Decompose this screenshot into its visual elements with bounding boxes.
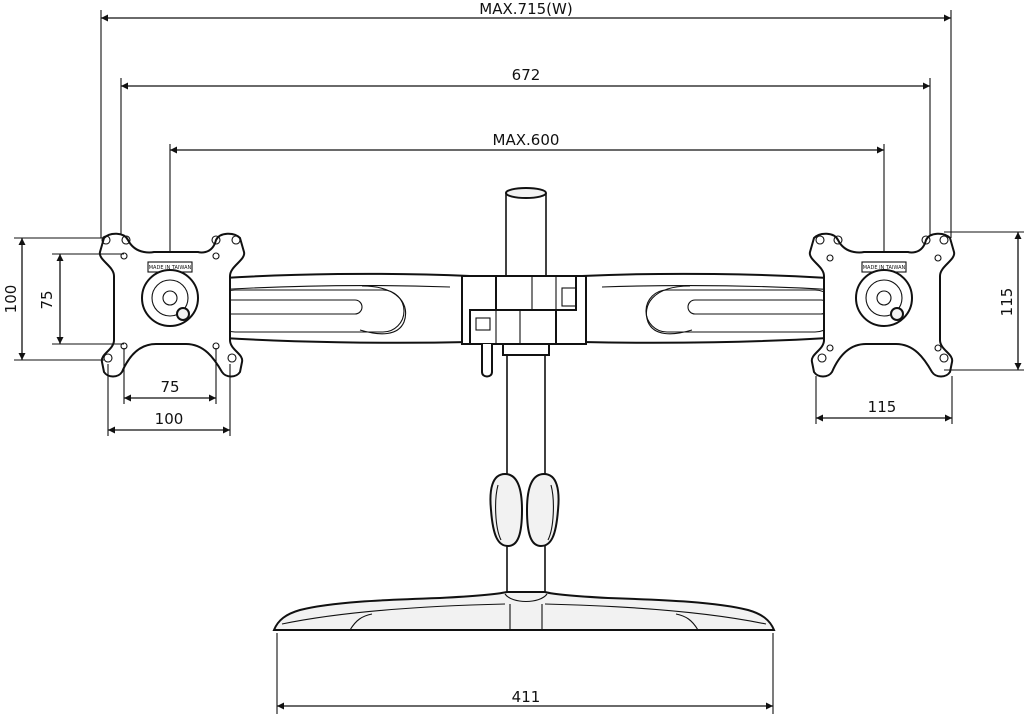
label-left-plate-inner-width: 75 — [160, 378, 179, 396]
label-left-plate-outer-height: 100 — [2, 285, 20, 314]
right-plate-mark: MADE IN TAIWAN — [863, 265, 906, 271]
dim-left-plate-inner-height: 75 — [38, 253, 124, 345]
pole-clamp — [461, 275, 587, 378]
left-plate-mark: MADE IN TAIWAN — [149, 265, 192, 271]
dim-vesa-center-span: MAX.600 — [169, 131, 885, 262]
label-overall-width: MAX.715(W) — [479, 0, 572, 18]
label-vesa-center-span: MAX.600 — [493, 131, 560, 149]
dim-base-width: 411 — [276, 633, 774, 714]
dim-right-plate-width: 115 — [815, 376, 953, 424]
dim-left-plate-inner-width: 75 — [123, 348, 217, 404]
dim-left-plate-outer-width: 100 — [107, 364, 231, 436]
dim-left-plate-outer-height: 100 — [2, 237, 104, 361]
stand-base — [272, 591, 776, 631]
label-left-plate-inner-height: 75 — [38, 290, 56, 309]
label-right-plate-width: 115 — [868, 398, 897, 416]
label-right-plate-height: 115 — [998, 288, 1016, 317]
left-arm — [213, 272, 471, 344]
dim-right-plate-height: 115 — [944, 231, 1024, 371]
right-vesa-plate: MADE IN TAIWAN — [808, 232, 956, 378]
pole-adjustment-knobs — [489, 472, 560, 548]
dim-arm-span: 672 — [120, 66, 931, 238]
label-arm-span: 672 — [512, 66, 541, 84]
label-left-plate-outer-width: 100 — [155, 410, 184, 428]
left-vesa-plate: MADE IN TAIWAN — [98, 232, 246, 378]
dim-overall-width: MAX.715(W) — [100, 0, 952, 238]
label-base-width: 411 — [512, 688, 541, 706]
right-arm — [581, 272, 839, 344]
